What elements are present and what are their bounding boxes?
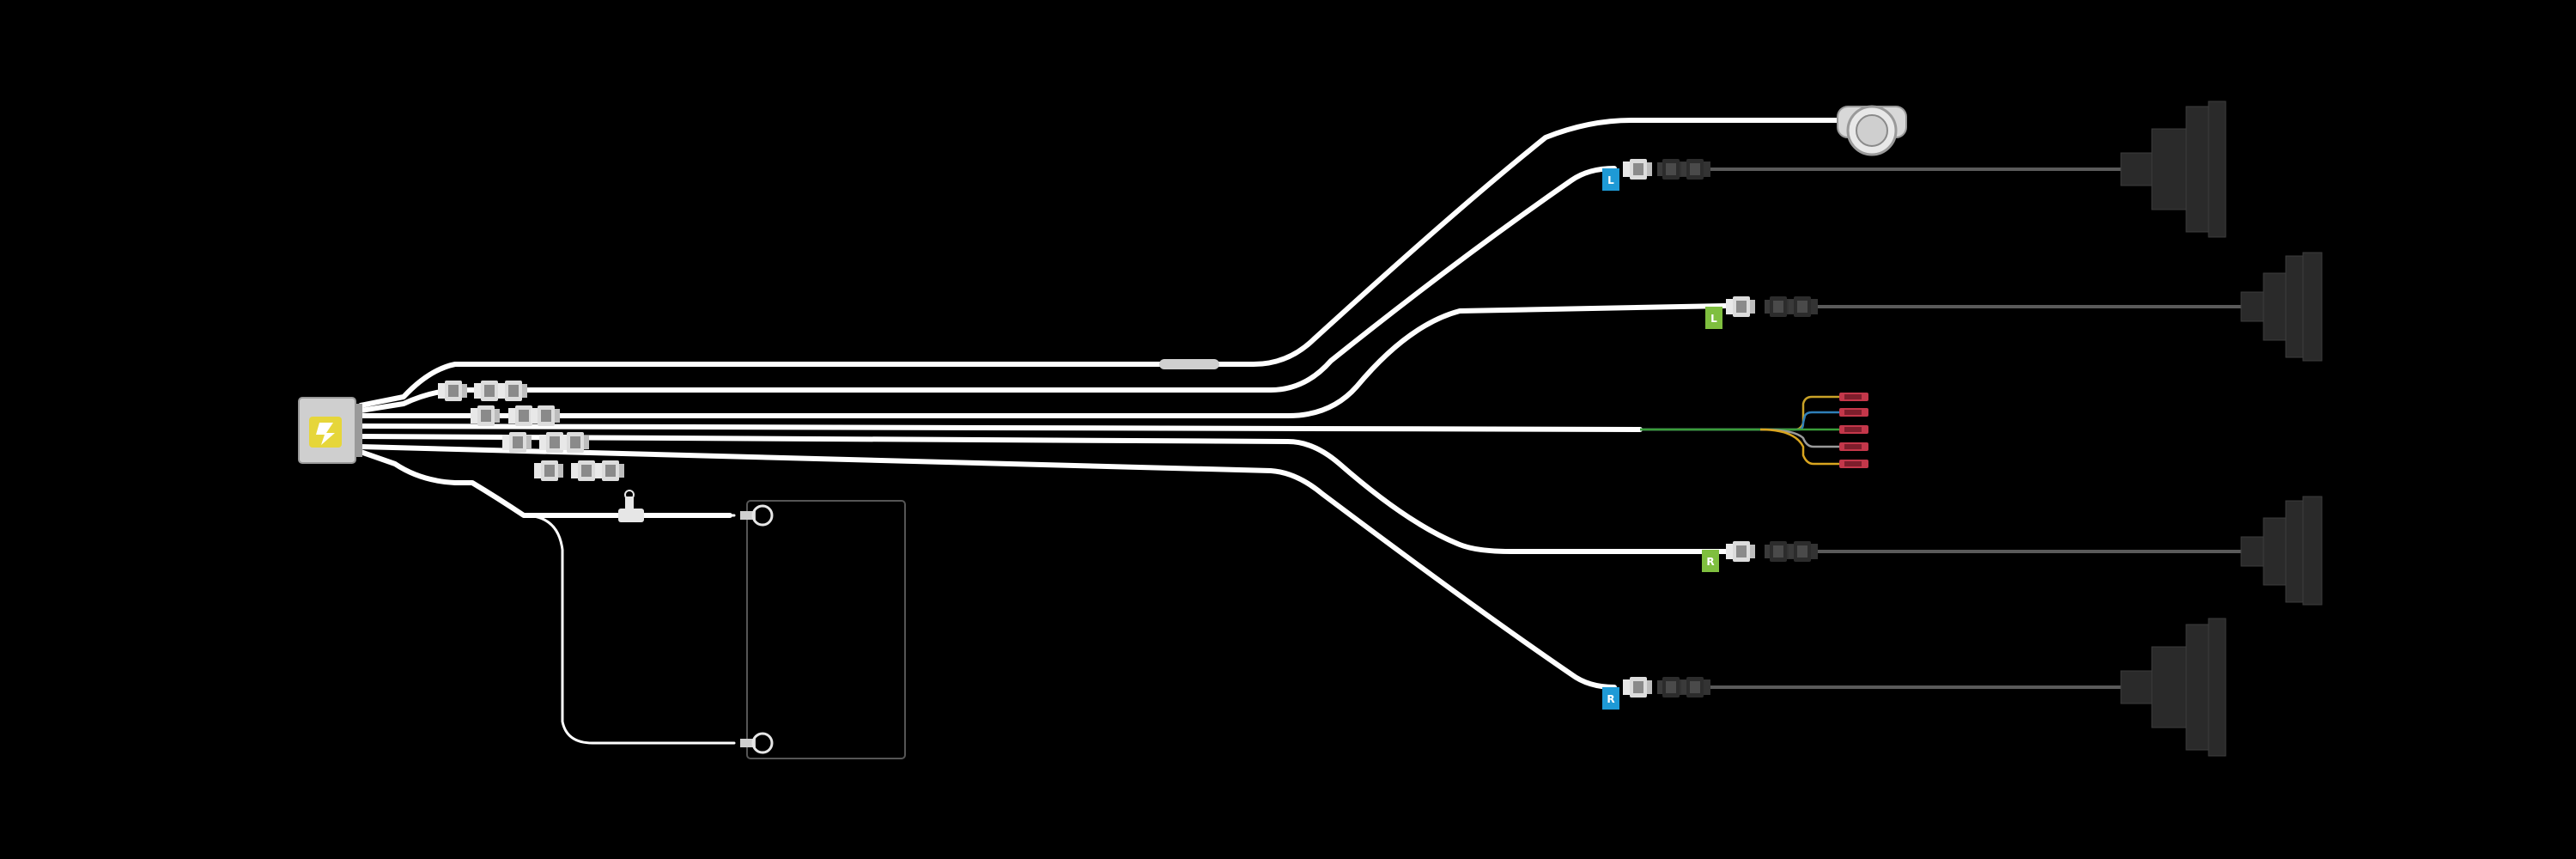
- light-bar-icon: [2240, 252, 2323, 362]
- light-cables: [1709, 168, 2241, 689]
- wire-switch: [358, 118, 1840, 408]
- wire-tail: [358, 423, 1643, 432]
- battery-outline-icon: [746, 500, 906, 759]
- tag-right-green: R: [1702, 550, 1719, 572]
- light-bar-icon: [2120, 101, 2227, 238]
- wire-left-green: [358, 303, 1728, 418]
- power-branch: [522, 514, 736, 745]
- light-bar-icon: [2120, 618, 2227, 757]
- ring-terminal-icon: [738, 504, 774, 527]
- light-connectors: [1623, 159, 1818, 698]
- light-bar-icon: [2240, 496, 2323, 606]
- tail-wires: [1640, 395, 1839, 466]
- ring-terminal-icon: [738, 732, 774, 754]
- tag-label: R: [1706, 556, 1714, 568]
- tag-label: R: [1607, 693, 1614, 705]
- wire-right-green: [358, 434, 1728, 554]
- tag-label: L: [1607, 174, 1614, 186]
- tag-right-blue: R: [1602, 687, 1619, 710]
- relay-hub[interactable]: [298, 397, 362, 464]
- tag-left-blue: L: [1602, 168, 1619, 191]
- wire-left-blue: [358, 166, 1617, 413]
- inline-splice: [1159, 359, 1219, 369]
- harness-wires: [358, 118, 1840, 690]
- hub-connectors: [438, 381, 624, 481]
- switch-icon[interactable]: [1837, 105, 1907, 156]
- wire-right-blue: [358, 444, 1617, 690]
- inline-fuse-icon: [618, 490, 644, 522]
- lightning-bolt-icon: [316, 423, 335, 445]
- tag-label: L: [1710, 313, 1717, 325]
- tag-left-green: L: [1705, 307, 1722, 329]
- tail-terminals: [1839, 393, 1868, 468]
